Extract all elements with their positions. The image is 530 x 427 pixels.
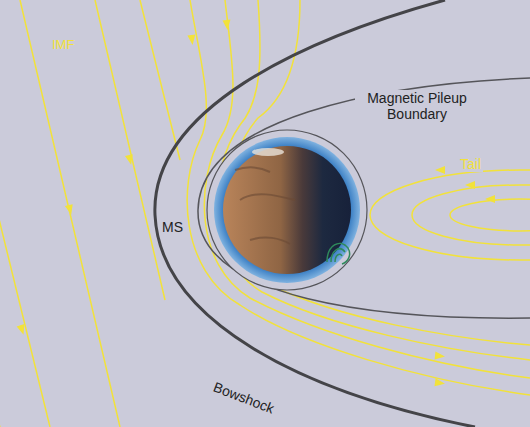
bowshock-curve xyxy=(155,0,475,427)
region-label: IMF xyxy=(50,38,76,53)
region-label: MS xyxy=(160,219,185,235)
ionosphere-boundary xyxy=(207,130,367,290)
crustal-field-arcs xyxy=(327,243,350,264)
region-label: Tail xyxy=(458,156,483,172)
polar-cap xyxy=(252,148,284,156)
region-label: Magnetic Pileup Boundary xyxy=(355,90,479,122)
pileup-boundary-curve xyxy=(198,78,530,318)
region-label: Bowshock xyxy=(209,378,278,417)
atmosphere-ring xyxy=(214,137,360,283)
mars-planet xyxy=(223,146,351,274)
surface-features xyxy=(235,167,295,244)
